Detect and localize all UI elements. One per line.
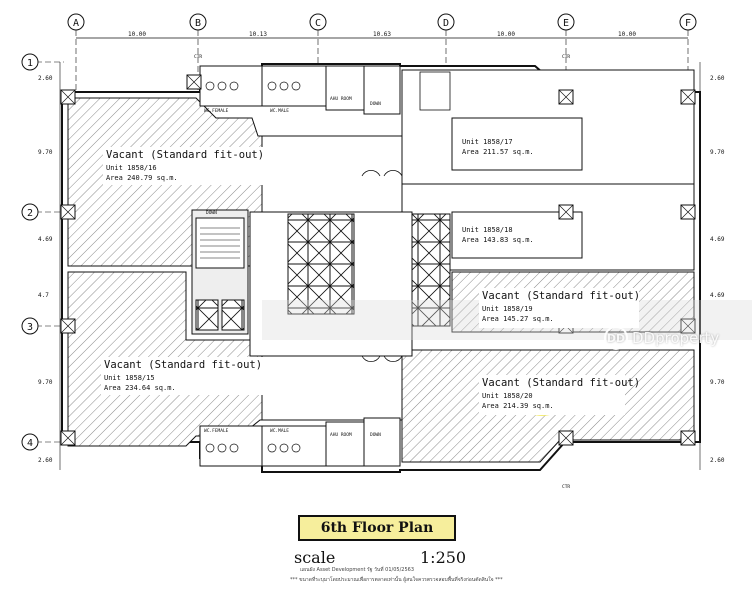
ahu-room-label-bottom: AHU ROOM (330, 432, 352, 438)
toilet-block-bottom (199, 417, 401, 467)
grid-bubble-row-1 (21, 53, 39, 71)
unit-number: Unit 1858/20 (482, 392, 533, 400)
down-label-top: DOWN (370, 101, 381, 107)
unit-number: Unit 1858/16 (106, 164, 157, 172)
wc-female-label-top: WC.FEMALE (204, 108, 229, 114)
unit-area: Area 240.79 sq.m. (106, 174, 178, 182)
grid-label-row-4: 4 (27, 438, 33, 449)
down-label-stair: DOWN (206, 210, 217, 216)
grid-bubble-col-D (437, 13, 455, 31)
unit-area: Area 211.57 sq.m. (462, 148, 534, 156)
row-spacing-label-left: 4.69 (38, 236, 53, 243)
unit-area: Area 143.83 sq.m. (462, 236, 534, 244)
structural-columns (60, 74, 696, 446)
grid-label-col-D: D (443, 18, 449, 29)
grid-label-col-B: B (195, 18, 201, 29)
grid-bubble-col-C (309, 13, 327, 31)
grid-bubble-col-A (67, 13, 85, 31)
grid-label-row-1: 1 (27, 58, 33, 69)
unit-number: Unit 1858/17 (462, 138, 513, 146)
wc-female-label-bottom: WC.FEMALE (204, 428, 229, 434)
grid-label-row-2: 2 (27, 208, 33, 219)
unit-labels: Vacant (Standard fit-out)Unit 1858/16Are… (101, 136, 640, 415)
row-dimensions-left: 2.60 9.70 4.69 4.7 9.70 2.60 (38, 62, 61, 470)
plan-title: 6th Floor Plan (298, 515, 456, 541)
unit-label-1: Vacant (Standard fit-out) Unit 1858/16Are… (103, 147, 273, 185)
grid-bubble-row-4 (21, 433, 39, 451)
row-spacing-label-left: 9.70 (38, 379, 53, 386)
credit-note: แผนผัง Asset Development รัฐ วันที่ 01/0… (300, 567, 414, 573)
ctr-label-top-right: CTR (562, 54, 570, 60)
down-label-bottom: DOWN (370, 432, 381, 438)
unit-label-5: Vacant (Standard fit-out) Unit 1858/19Are… (479, 288, 640, 328)
unit-status: Vacant (Standard fit-out) (482, 290, 640, 302)
row-spacing-label-left: 2.60 (38, 457, 53, 464)
column-spacing-label: 10.13 (249, 31, 267, 38)
core-labels: WC.FEMALE WC.MALE AHU ROOM DOWN DOWN WC.… (194, 54, 570, 490)
scale-label: scale (294, 548, 336, 567)
unit-label-2: Vacant (Standard fit-out) Unit 1858/15Are… (101, 357, 277, 395)
watermark-logo-icon: DD (604, 326, 628, 350)
unit-label-6: Vacant (Standard fit-out) Unit 1858/20Are… (479, 375, 640, 415)
grid-label-col-F: F (685, 18, 691, 29)
unit-area: Area 234.64 sq.m. (104, 384, 176, 392)
unit-area: Area 214.39 sq.m. (482, 402, 554, 410)
ctr-label-top-left: CTR (194, 54, 202, 60)
row-spacing-label-left: 2.60 (38, 75, 53, 82)
grid-bubble-col-F (679, 13, 697, 31)
row-spacing-label-right: 2.60 (710, 75, 725, 82)
toilet-block-top (199, 65, 401, 115)
row-spacing-label-right: 4.69 (710, 236, 725, 243)
unit-number: Unit 1858/18 (462, 226, 513, 234)
row-spacing-label-right: 4.69 (710, 292, 725, 299)
wc-male-label-top: WC.MALE (270, 108, 289, 114)
grid-label-col-A: A (73, 18, 79, 29)
column-spacing-label: 10.00 (128, 31, 146, 38)
unit-area: Area 145.27 sq.m. (482, 315, 554, 323)
grid-rows: 1 2 3 4 (21, 53, 64, 451)
grid-bubble-row-3 (21, 317, 39, 335)
grid-label-col-E: E (563, 18, 569, 29)
row-spacing-label-left: 9.70 (38, 149, 53, 156)
column-dimensions: 10.00 10.13 10.63 10.00 10.00 (128, 31, 636, 38)
scale-value: 1:250 (420, 548, 467, 567)
unit-status: Vacant (Standard fit-out) (482, 377, 640, 389)
row-spacing-label-right: 2.60 (710, 457, 725, 464)
watermark-text: DDproperty (632, 329, 720, 347)
watermark: DD DDproperty (604, 326, 719, 350)
unit-number: Unit 1858/19 (482, 305, 533, 313)
ahu-room-label-top: AHU ROOM (330, 96, 352, 102)
unit-number: Unit 1858/15 (104, 374, 155, 382)
row-spacing-label-right: 9.70 (710, 149, 725, 156)
wc-male-label-bottom: WC.MALE (270, 428, 289, 434)
column-spacing-label: 10.00 (497, 31, 515, 38)
grid-bubble-col-B (189, 13, 207, 31)
row-spacing-label-left: 4.7 (38, 292, 49, 299)
ctr-label-bottom-right: CTR (562, 484, 570, 490)
grid-label-row-3: 3 (27, 322, 33, 333)
unit-status: Vacant (Standard fit-out) (106, 149, 264, 161)
row-dimensions-right: 2.60 9.70 4.69 4.69 9.70 2.60 (699, 62, 725, 470)
grid-bubble-col-E (557, 13, 575, 31)
column-spacing-label: 10.00 (618, 31, 636, 38)
disclaimer-note: *** ขนาดที่ระบุมาโดยประมาณเพื่อการตลาดเท… (290, 577, 503, 583)
grid-bubble-row-2 (21, 203, 39, 221)
column-spacing-label: 10.63 (373, 31, 391, 38)
unit-status: Vacant (Standard fit-out) (104, 359, 262, 371)
row-spacing-label-right: 9.70 (710, 379, 725, 386)
grid-label-col-C: C (315, 18, 321, 29)
